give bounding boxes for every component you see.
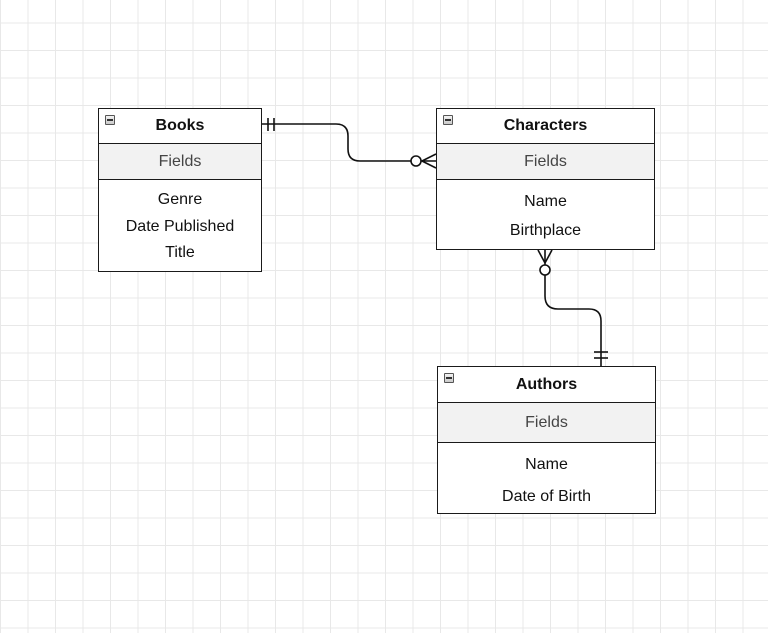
characters-fields-section: Fields	[437, 144, 654, 180]
characters-zero-mark	[410, 155, 422, 167]
authors-field-name[interactable]: Name	[525, 456, 568, 473]
books-fields-section: Fields	[99, 144, 261, 180]
characters-fields-label: Fields	[524, 152, 567, 170]
books-title: Books	[155, 117, 205, 134]
characters-field-birthplace[interactable]: Birthplace	[509, 222, 582, 239]
characters-zero-mark-2	[539, 264, 551, 276]
characters-title: Characters	[503, 117, 588, 134]
authors-title: Authors	[515, 375, 578, 393]
authors-header: Authors	[438, 367, 655, 403]
collapse-icon[interactable]	[443, 115, 453, 125]
characters-entity[interactable]: Characters Fields Name Birthplace	[436, 108, 655, 250]
characters-header: Characters	[437, 109, 654, 144]
books-entity[interactable]: Books Fields Genre Date Published Title	[98, 108, 262, 272]
collapse-icon[interactable]	[444, 373, 454, 383]
authors-entity[interactable]: Authors Fields Name Date of Birth	[437, 366, 656, 514]
books-characters-connector[interactable]	[262, 123, 436, 162]
characters-crowfoot-right	[544, 249, 553, 264]
authors-field-date-of-birth[interactable]: Date of Birth	[502, 488, 591, 505]
books-field-title[interactable]: Title	[165, 244, 195, 261]
books-fields-label: Fields	[158, 152, 202, 170]
books-field-genre[interactable]: Genre	[157, 191, 203, 208]
characters-crowfoot-lower	[421, 160, 437, 169]
books-field-list: Genre Date Published Title	[99, 180, 261, 267]
characters-field-name[interactable]: Name	[524, 193, 567, 210]
authors-fields-section: Fields	[438, 403, 655, 443]
characters-crowfoot-left	[537, 249, 546, 264]
characters-field-list: Name Birthplace	[437, 180, 654, 245]
collapse-icon[interactable]	[105, 115, 115, 125]
books-header: Books	[99, 109, 261, 144]
characters-authors-connector[interactable]	[544, 250, 602, 366]
characters-crowfoot-upper	[421, 153, 437, 162]
authors-fields-label: Fields	[525, 413, 568, 431]
authors-field-list: Name Date of Birth	[438, 443, 655, 513]
books-field-date-published[interactable]: Date Published	[125, 217, 235, 235]
